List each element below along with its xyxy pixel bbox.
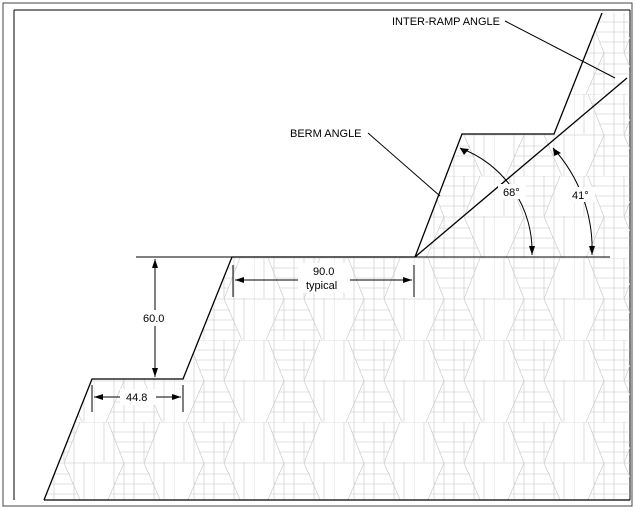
- bench-spacing-label: 90.0: [313, 266, 334, 278]
- ramp-arc-arrowhead-bottom: [589, 246, 595, 255]
- inter-ramp-line: [414, 77, 628, 258]
- ramp-arc-arrowhead-top: [553, 148, 561, 156]
- berm-angle-label: BERM ANGLE: [290, 128, 362, 140]
- bench-spacing-label-bg: [298, 263, 350, 293]
- inter-ramp-angle-label: INTER-RAMP ANGLE: [392, 16, 500, 28]
- inter-ramp-angle-value-bg: [567, 187, 595, 202]
- berm-arc-arrowhead-top: [460, 148, 469, 155]
- bench-height-label-bg: [140, 310, 170, 326]
- bench-height-label: 60.0: [143, 313, 164, 325]
- bench-spacing-arrow-left: [235, 277, 244, 283]
- berm-angle-value: 68°: [503, 187, 520, 199]
- berm-width-label-bg: [120, 389, 156, 405]
- bench-height-arrow-top: [152, 259, 158, 268]
- slope-profile: [43, 12, 603, 501]
- berm-angle-leader: [367, 132, 441, 197]
- berm-width-label: 44.8: [126, 392, 147, 404]
- berm-arc-arrowhead-bottom: [529, 246, 535, 255]
- bench-height-arrow-bottom: [152, 368, 158, 377]
- bench-spacing-arrow-right: [403, 277, 412, 283]
- inter-ramp-angle-value: 41°: [572, 190, 589, 202]
- berm-width-arrow-left: [94, 394, 103, 400]
- rock-mass-hatch: [44, 13, 630, 500]
- berm-width-arrow-right: [172, 394, 181, 400]
- berm-angle-value-bg: [498, 184, 526, 199]
- inter-ramp-angle-leader: [504, 20, 616, 79]
- bench-spacing-note: typical: [306, 280, 337, 292]
